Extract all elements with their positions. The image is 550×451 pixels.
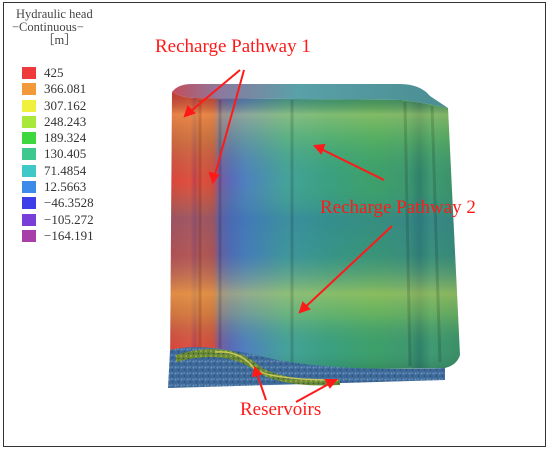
recharge-pathway-1-label: Recharge Pathway 1: [155, 36, 311, 57]
recharge-pathway-2-label: Recharge Pathway 2: [320, 197, 476, 218]
legend-value: −164.191: [44, 227, 94, 243]
surface-ridges: [198, 100, 442, 370]
legend-subtitle: −Continuous−: [12, 20, 84, 34]
legend-value: 189.324: [44, 130, 87, 146]
legend-swatch: [22, 181, 36, 194]
legend-swatch: [22, 213, 36, 226]
hydraulic-head-legend: Hydraulic head −Continuous− ［m］ 425 366.…: [12, 7, 142, 243]
legend-value: 425: [44, 65, 64, 80]
legend-swatch: [22, 115, 36, 128]
legend-swatch: [22, 229, 36, 242]
legend-swatch: [22, 164, 36, 177]
legend-value: 12.5663: [44, 179, 87, 195]
legend-swatch: [22, 99, 36, 112]
reservoir-layer: [176, 348, 340, 386]
model-top-face: [172, 84, 448, 108]
figure-frame: [3, 2, 546, 447]
reservoirs-label: Reservoirs: [240, 399, 322, 420]
legend-value: 130.405: [44, 146, 87, 162]
legend-value: 366.081: [44, 81, 87, 97]
legend-value: −46.3528: [44, 195, 94, 211]
legend-value: −105.272: [44, 211, 94, 227]
legend-swatch: [22, 67, 36, 79]
legend-title: Hydraulic head: [16, 7, 93, 21]
legend-swatch: [22, 148, 36, 161]
annotation-arrows: [183, 69, 393, 403]
legend-swatch: [22, 132, 36, 145]
legend-unit: ［m］: [42, 33, 77, 47]
legend-swatch: [22, 83, 36, 96]
legend-swatch: [22, 197, 36, 210]
legend-value: 71.4854: [44, 162, 87, 178]
legend-value: 307.162: [44, 97, 87, 113]
legend-value: 248.243: [44, 113, 87, 129]
